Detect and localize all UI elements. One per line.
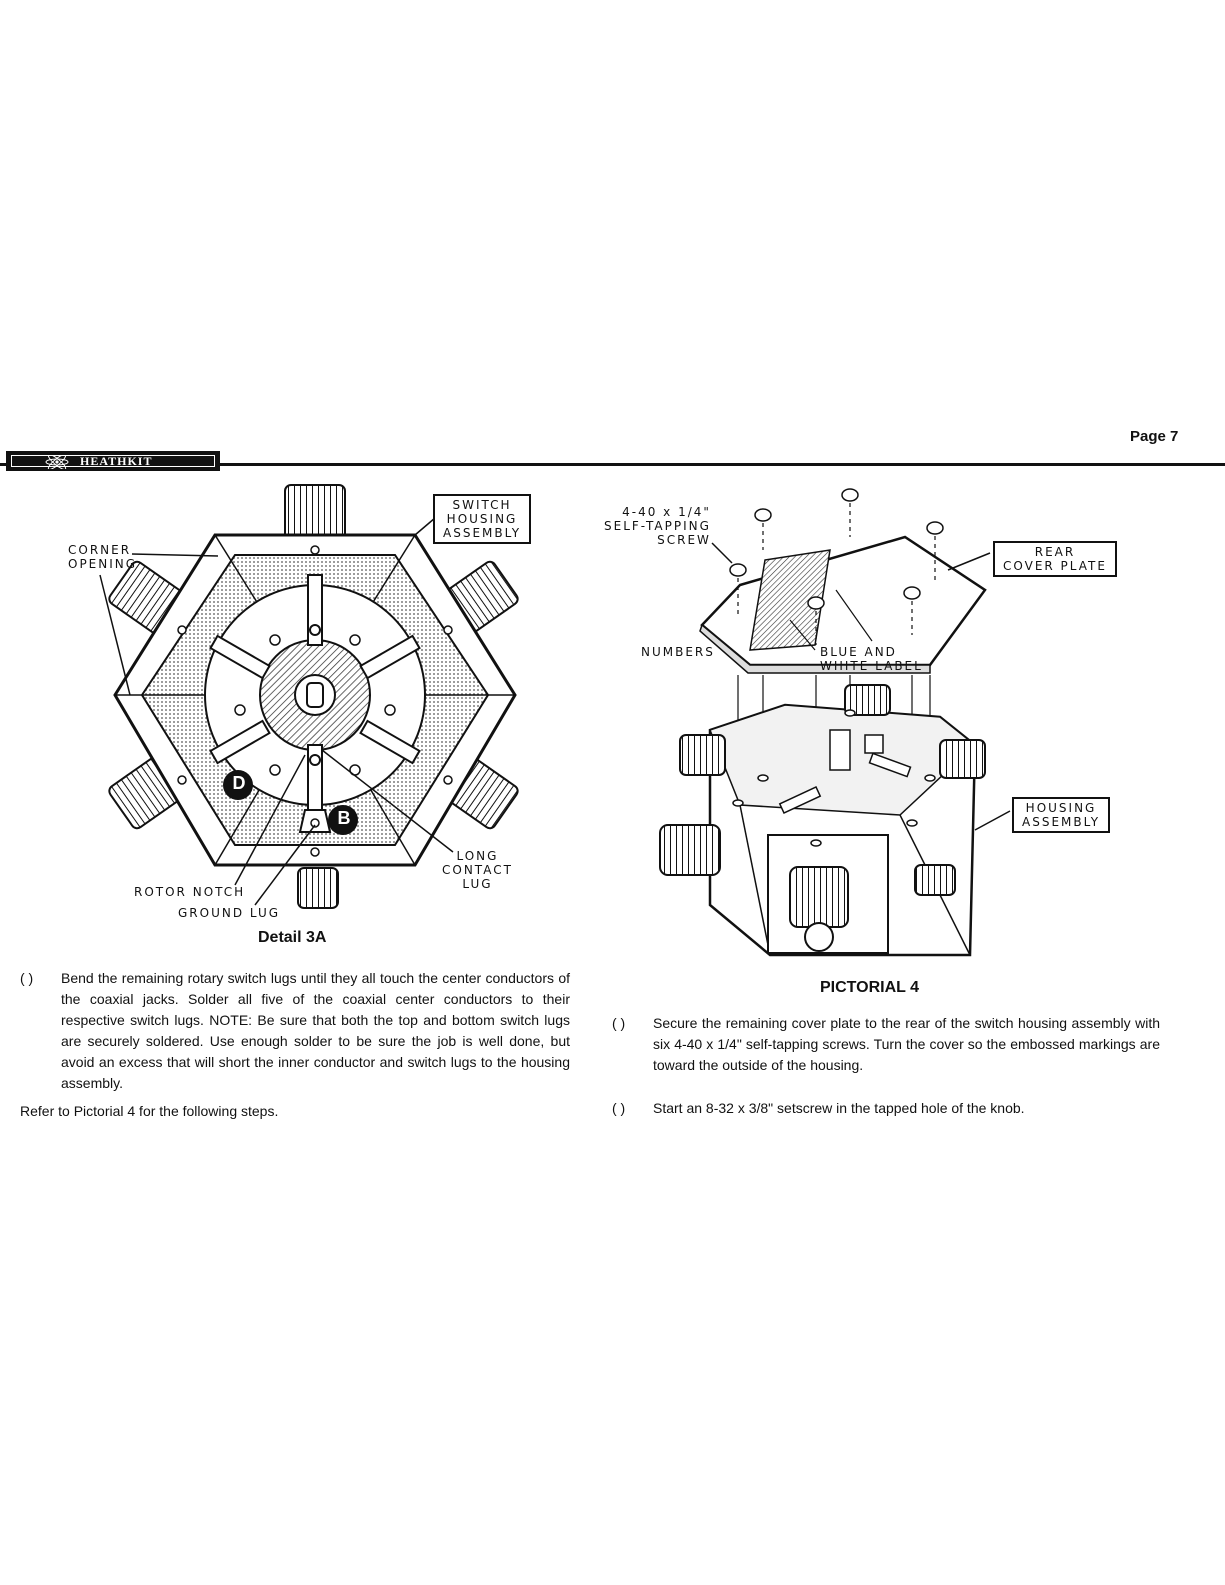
refer-note: Refer to Pictorial 4 for the following s… — [20, 1103, 279, 1119]
marker-d: D — [232, 773, 246, 793]
step3-checkbox[interactable]: ( ) — [612, 1100, 626, 1116]
label-numbers: NUMBERS — [641, 645, 715, 659]
label-switch-housing-assembly: SWITCH HOUSING ASSEMBLY — [433, 494, 532, 544]
detail-3a-illustration — [99, 484, 519, 909]
label-rear-cover-plate: REAR COVER PLATE — [993, 541, 1117, 577]
step1-text: Bend the remaining rotary switch lugs un… — [61, 970, 570, 1091]
heathkit-logo: HEATHKIT — [6, 451, 220, 471]
step1-checkbox[interactable]: ( ) — [20, 970, 34, 986]
label-housing-assembly: HOUSING ASSEMBLY — [1012, 797, 1111, 833]
page-number: Page 7 — [1130, 428, 1179, 445]
atom-icon — [45, 455, 69, 469]
step3-text: Start an 8-32 x 3/8" setscrew in the tap… — [653, 1100, 1025, 1116]
brand-name: HEATHKIT — [80, 454, 153, 468]
label-long-contact-lug: LONG CONTACT LUG — [442, 849, 513, 891]
header-rule — [0, 463, 1225, 466]
pictorial-4-caption: PICTORIAL 4 — [820, 979, 919, 996]
step2-checkbox[interactable]: ( ) — [612, 1015, 626, 1031]
label-ground-lug: GROUND LUG — [178, 906, 281, 920]
pictorial-4-illustration — [659, 488, 1011, 957]
label-rotor-notch: ROTOR NOTCH — [134, 885, 246, 899]
label-blue-white-label: BLUE AND WHITE LABEL — [820, 645, 923, 673]
label-corner-opening: CORNER OPENING — [68, 543, 138, 571]
marker-b: B — [337, 808, 351, 828]
label-self-tapping-screw: 4-40 x 1/4" SELF-TAPPING SCREW — [604, 505, 711, 547]
detail-3a-caption: Detail 3A — [258, 929, 327, 946]
step2-text: Secure the remaining cover plate to the … — [653, 1015, 1160, 1073]
